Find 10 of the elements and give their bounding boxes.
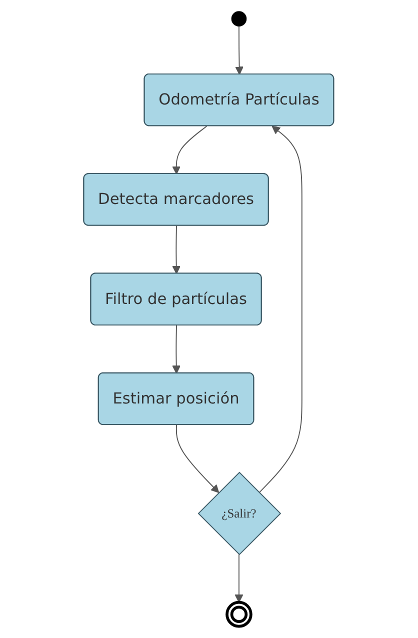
arrow xyxy=(259,126,303,494)
arrow xyxy=(235,554,244,603)
arrow xyxy=(235,26,244,75)
node-circle xyxy=(226,600,253,628)
arrow xyxy=(172,225,181,274)
node-circle xyxy=(232,11,247,27)
arrow xyxy=(176,424,220,494)
arrow xyxy=(172,126,208,174)
node-diamond: ¿Salir? xyxy=(198,472,282,556)
arrow xyxy=(172,324,181,374)
